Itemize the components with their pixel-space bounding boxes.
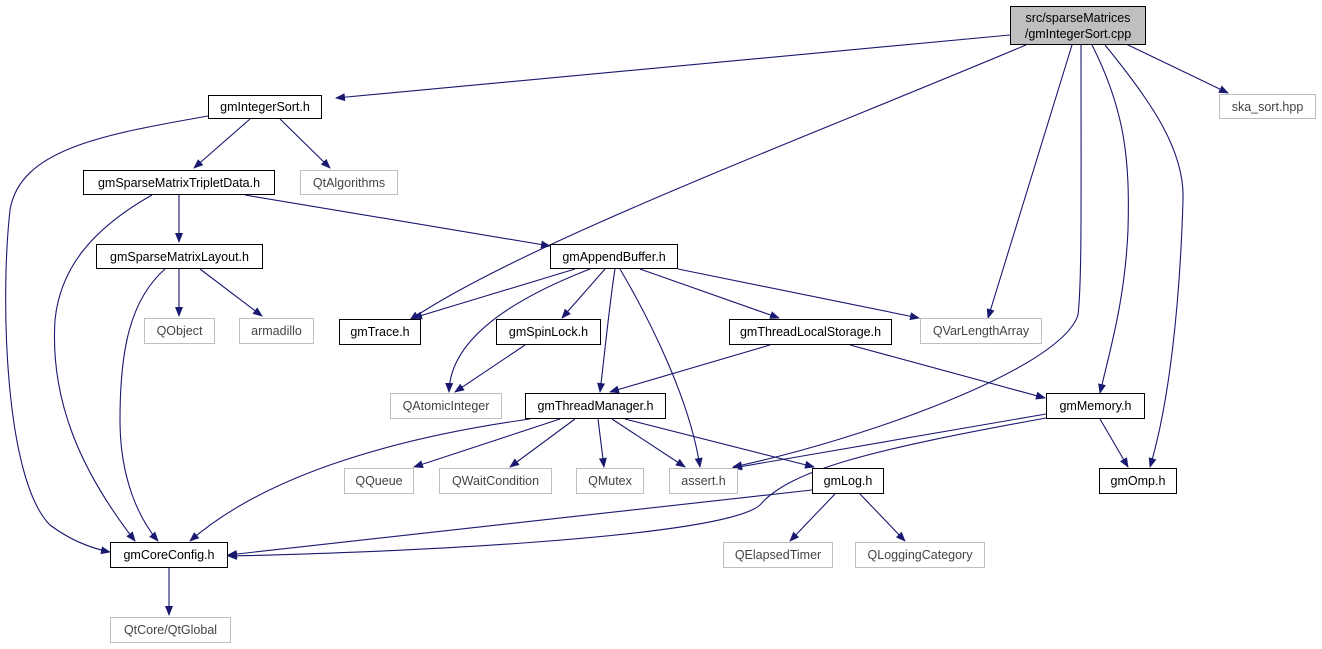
node-gmLog-h[interactable]: gmLog.h [812,468,884,494]
node-QLoggingCategory: QLoggingCategory [855,542,985,568]
edge-gmSpinLock-QAtomicInteger [454,344,526,393]
node-gmThreadLocalStorage-h[interactable]: gmThreadLocalStorage.h [729,319,892,345]
edge-root-assert [732,44,1082,470]
edge-gmThreadLocalStorage-gmMemory [849,344,1046,400]
node-gmOmp-h[interactable]: gmOmp.h [1099,468,1177,494]
edge-gmSparseMatrixTripletData-gmAppendBuffer [244,194,551,249]
node-ska_sort-hpp: ska_sort.hpp [1219,94,1316,119]
edge-gmLog-gmCoreConfig [227,489,813,558]
edge-gmAppendBuffer-QAtomicInteger [445,268,591,393]
node-QtAlgorithms: QtAlgorithms [300,170,398,195]
edge-gmAppendBuffer-gmSpinLock [561,268,606,319]
root-file-node: src/sparseMatrices /gmIntegerSort.cpp [1010,6,1146,45]
edge-root-QVarLengthArray [986,44,1073,319]
edge-gmSparseMatrixLayout-gmCoreConfig [119,268,166,542]
edge-root-ska_sort [1125,43,1229,94]
node-QObject: QObject [144,318,215,344]
edge-gmMemory-assert [732,413,1047,471]
node-gmIntegerSort-h[interactable]: gmIntegerSort.h [208,95,322,119]
node-gmMemory-h[interactable]: gmMemory.h [1046,393,1145,419]
edge-gmThreadManager-assert [611,418,686,468]
edge-gmLog-QElapsedTimer [789,493,836,542]
edge-gmIntegerSort-QtAlgorithms [279,118,331,169]
node-QAtomicInteger: QAtomicInteger [390,393,502,419]
edge-root-gmTrace [409,44,1027,321]
edge-gmAppendBuffer-assert [619,268,703,468]
node-QVarLengthArray: QVarLengthArray [920,318,1042,344]
edge-gmAppendBuffer-QVarLengthArray [677,268,920,321]
edge-gmThreadManager-gmCoreConfig [189,418,531,542]
edge-gmThreadManager-QMutex [597,418,607,468]
node-QWaitCondition: QWaitCondition [439,468,552,494]
edge-gmAppendBuffer-gmThreadManager [597,268,616,393]
edge-gmLog-QLoggingCategory [859,493,906,542]
edge-root-gmIntegerSort [335,34,1011,102]
node-gmSparseMatrixTripletData-h[interactable]: gmSparseMatrixTripletData.h [83,170,275,195]
edge-gmAppendBuffer-gmTrace [412,268,576,320]
edge-gmMemory-gmOmp [1099,418,1129,468]
node-QElapsedTimer: QElapsedTimer [723,542,833,568]
node-assert-h: assert.h [669,468,738,494]
edge-gmThreadManager-gmLog [624,418,815,469]
edge-gmIntegerSort-gmCoreConfig [5,115,209,555]
edge-gmAppendBuffer-gmThreadLocalStorage [639,268,780,319]
edge-gmIntegerSort-gmSparseMatrixTripletData [193,118,251,169]
root-file-path-line1: src/sparseMatrices [1025,10,1131,25]
root-file-path-line2: /gmIntegerSort.cpp [1024,26,1132,41]
edge-gmThreadLocalStorage-gmThreadManager [609,344,771,394]
node-gmAppendBuffer-h[interactable]: gmAppendBuffer.h [550,244,678,269]
edge-gmThreadManager-QWaitCondition [509,418,576,468]
node-QMutex: QMutex [576,468,644,494]
node-gmSpinLock-h[interactable]: gmSpinLock.h [496,319,601,345]
node-gmSparseMatrixLayout-h[interactable]: gmSparseMatrixLayout.h [96,244,263,269]
edge-gmThreadManager-QQueue [413,418,561,468]
node-gmThreadManager-h[interactable]: gmThreadManager.h [525,393,666,419]
node-armadillo: armadillo [239,318,314,344]
node-QtCore-QtGlobal: QtCore/QtGlobal [110,617,231,643]
edge-gmMemory-gmCoreConfig [227,417,1047,560]
node-gmTrace-h[interactable]: gmTrace.h [339,319,421,345]
node-gmCoreConfig-h[interactable]: gmCoreConfig.h [110,542,228,568]
edge-gmSparseMatrixLayout-armadillo [199,268,263,317]
edge-root-gmOmp [1104,44,1184,468]
node-QQueue: QQueue [344,468,414,494]
edge-root-gmMemory [1091,44,1129,394]
edge-gmSparseMatrixTripletData-gmCoreConfig [53,194,153,542]
